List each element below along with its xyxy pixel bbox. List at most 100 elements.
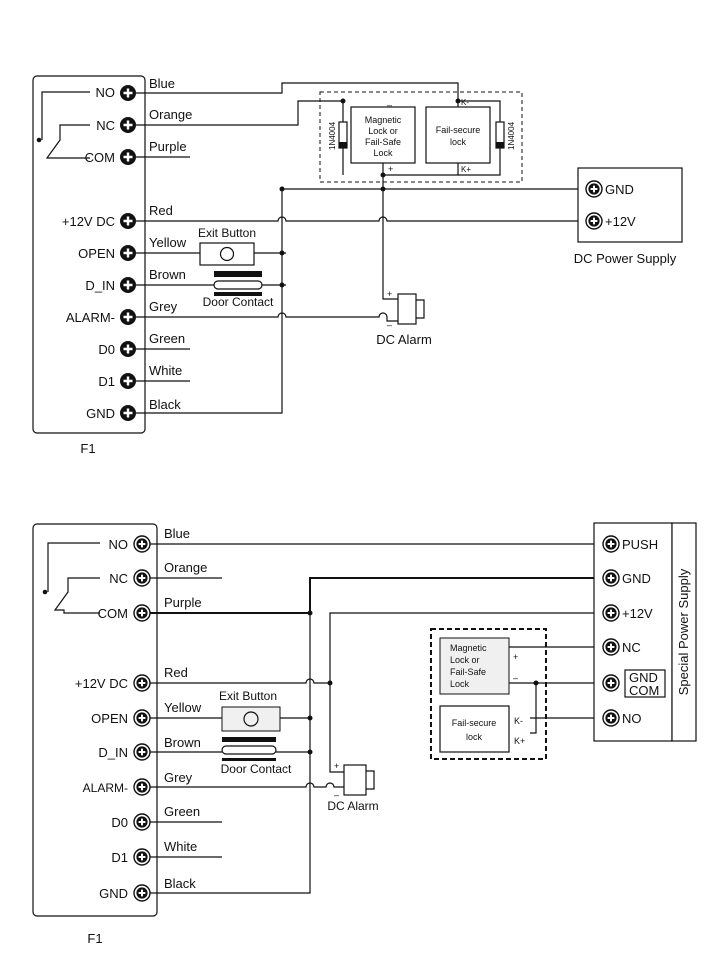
exit-button-1: Exit Button	[198, 226, 256, 266]
svg-text:1N4004: 1N4004	[507, 121, 516, 150]
wire-red-label: Red	[149, 203, 173, 218]
relay-switch-2	[53, 577, 100, 614]
svg-text:Exit Button: Exit Button	[219, 689, 277, 703]
controller-box-2	[32, 523, 158, 917]
dc-alarm-2: + – DC Alarm	[327, 761, 378, 813]
wire2-black-label: Black	[164, 876, 196, 891]
svg-text:D1: D1	[98, 374, 115, 389]
svg-text:D_IN: D_IN	[98, 745, 128, 760]
terminal-no-2: NO	[109, 535, 151, 553]
svg-text:NC: NC	[96, 118, 115, 133]
svg-text:NO: NO	[109, 537, 129, 552]
wire2-yellow-label: Yellow	[164, 700, 202, 715]
terminal-gnd-2: GND	[99, 884, 151, 902]
svg-text:lock: lock	[450, 137, 467, 147]
svg-text:ALARM-: ALARM-	[83, 781, 128, 795]
terminal-d-in: D_IN	[85, 275, 138, 295]
wire2-grey-label: Grey	[164, 770, 193, 785]
svg-text:Magnetic: Magnetic	[365, 115, 402, 125]
svg-text:Fail-secure: Fail-secure	[436, 125, 481, 135]
svg-text:D0: D0	[98, 342, 115, 357]
terminal-com-2: COM	[98, 604, 151, 622]
wire-k-plus	[383, 163, 459, 176]
svg-text:COM: COM	[629, 683, 659, 698]
svg-text:D0: D0	[111, 815, 128, 830]
mag-lock-1: Magnetic Lock or Fail-Safe Lock – +	[350, 100, 416, 174]
svg-text:+12V DC: +12V DC	[62, 214, 115, 229]
svg-text:NO: NO	[96, 85, 116, 100]
svg-text:NO: NO	[622, 711, 642, 726]
svg-text:OPEN: OPEN	[78, 246, 115, 261]
controller-box	[32, 75, 146, 434]
svg-text:D_IN: D_IN	[85, 278, 115, 293]
relay-no-line	[41, 91, 90, 140]
dc-power-supply: GND +12V DC Power Supply	[574, 167, 683, 266]
lock-enclosure-1	[319, 91, 523, 183]
svg-text:DC Alarm: DC Alarm	[376, 332, 432, 347]
terminal-d0-2: D0	[111, 813, 151, 831]
terminal-d0: D0	[98, 339, 138, 359]
terminal-com: COM	[85, 147, 138, 167]
svg-text:K+: K+	[461, 165, 471, 174]
svg-text:GND: GND	[622, 571, 651, 586]
terminal-open: OPEN	[78, 243, 138, 263]
svg-text:+: +	[387, 289, 392, 299]
diode-left: 1N4004	[328, 107, 348, 163]
exit-button-2: Exit Button	[219, 689, 281, 732]
terminal-nc: NC	[96, 115, 138, 135]
wire-red	[136, 216, 590, 222]
wire2-orange-label: Orange	[164, 560, 207, 575]
svg-text:COM: COM	[98, 606, 128, 621]
terminal-d1: D1	[98, 371, 138, 391]
door-contact-2: Door Contact	[221, 737, 292, 776]
svg-text:Magnetic: Magnetic	[450, 643, 487, 653]
svg-text:OPEN: OPEN	[91, 711, 128, 726]
svg-text:Lock: Lock	[373, 148, 393, 158]
failsecure-lock-2: Fail-secure lock K- K+	[439, 705, 525, 753]
svg-text:Lock or: Lock or	[368, 126, 398, 136]
wire-grey-label: Grey	[149, 299, 178, 314]
diagram-1: F1 NO NC COM +12V DC OPEN D_IN ALARM- D0…	[32, 75, 683, 456]
terminal-gnd: GND	[86, 403, 138, 423]
svg-text:+: +	[388, 164, 393, 174]
svg-text:Fail-secure: Fail-secure	[452, 718, 497, 728]
wire-black-gnd	[136, 188, 590, 414]
wire2-lock-kplus	[530, 683, 537, 734]
svg-text:GND: GND	[605, 182, 634, 197]
svg-text:Door Contact: Door Contact	[221, 762, 292, 776]
wire2-blue-label: Blue	[164, 526, 190, 541]
svg-text:Lock: Lock	[450, 679, 470, 689]
door-contact-1: Door Contact	[203, 271, 274, 309]
svg-text:NC: NC	[109, 571, 128, 586]
terminal-d-in-2: D_IN	[98, 743, 151, 761]
svg-text:Lock or: Lock or	[450, 655, 480, 665]
svg-text:GND: GND	[629, 670, 658, 685]
terminal-nc-2: NC	[109, 569, 151, 587]
wire2-brown-label: Brown	[164, 735, 201, 750]
mag-lock-2: Magnetic Lock or Fail-Safe Lock + –	[439, 637, 518, 695]
svg-text:Special Power Supply: Special Power Supply	[676, 568, 691, 695]
wire2-purple-label: Purple	[164, 595, 202, 610]
wire2-purple-gnd	[150, 577, 598, 614]
svg-text:+12V DC: +12V DC	[75, 676, 128, 691]
wire-orange-label: Orange	[149, 107, 192, 122]
diagram-2: F1 NO NC COM +12V DC OPEN D_IN ALARM- D0…	[32, 522, 697, 946]
svg-text:PUSH: PUSH	[622, 537, 658, 552]
wire-blue	[136, 82, 459, 107]
svg-text:COM: COM	[85, 150, 115, 165]
special-power-supply: Special Power Supply PUSH GND +12V NC GN…	[593, 522, 697, 742]
wire-purple-label: Purple	[149, 139, 187, 154]
wire2-green-label: Green	[164, 804, 200, 819]
terminal-alarm: ALARM-	[66, 307, 138, 327]
svg-text:–: –	[334, 790, 339, 800]
svg-text:ALARM-: ALARM-	[66, 310, 115, 325]
svg-text:1N4004: 1N4004	[328, 121, 337, 150]
terminal-no: NO	[96, 83, 138, 103]
terminal-d1-2: D1	[111, 848, 151, 866]
svg-text:K+: K+	[514, 736, 525, 746]
svg-text:+: +	[513, 652, 518, 662]
terminal-open-2: OPEN	[91, 709, 151, 727]
terminal-12v: +12V DC	[62, 211, 138, 231]
controller-label-2: F1	[87, 931, 102, 946]
svg-text:Fail-Safe: Fail-Safe	[365, 137, 401, 147]
